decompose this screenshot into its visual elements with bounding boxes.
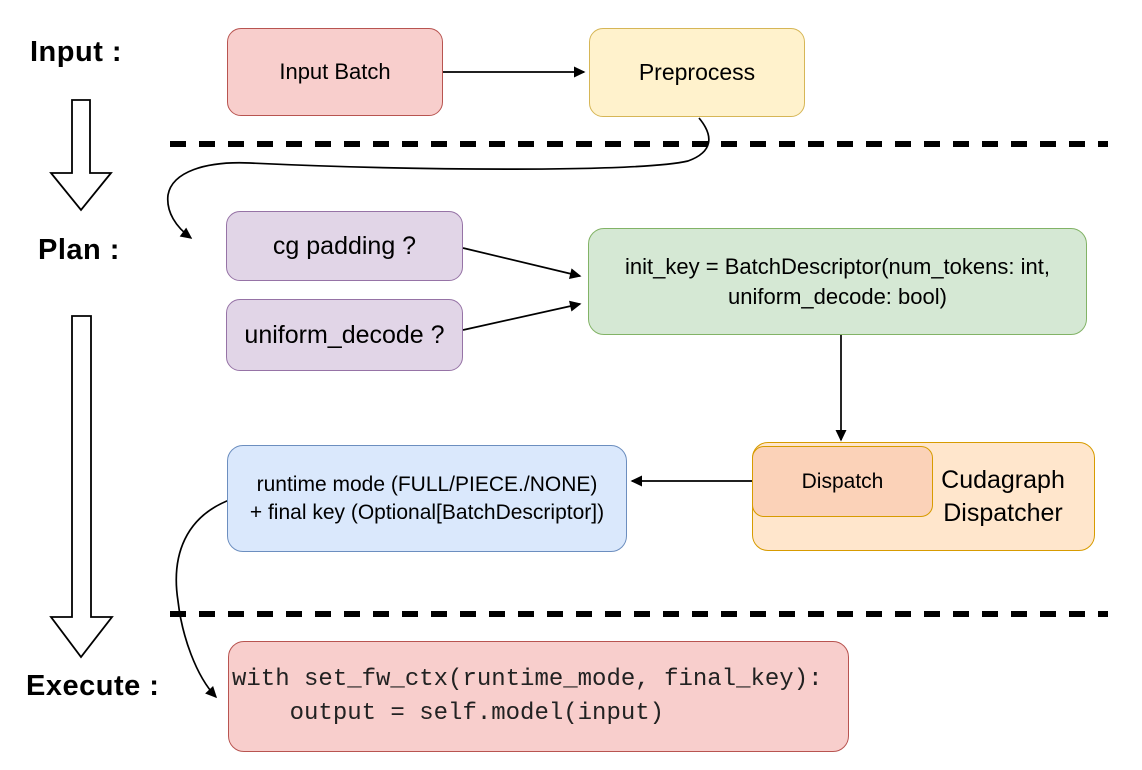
node-cg-padding-label: cg padding ? <box>272 231 417 260</box>
node-input-batch: Input Batch <box>227 28 443 116</box>
node-dispatch-label: Dispatch <box>801 469 884 493</box>
arrow-runtime-mode-to-execute-code <box>175 498 233 699</box>
node-preprocess: Preprocess <box>589 28 805 117</box>
node-runtime-mode-line1: runtime mode (FULL/PIECE./NONE) <box>256 472 598 496</box>
node-init-key-line1: init_key = BatchDescriptor(num_tokens: i… <box>625 254 1050 280</box>
phase-label-input: Input : <box>30 36 123 68</box>
phase-label-plan: Plan : <box>38 234 120 266</box>
execute-code-line1: with set_fw_ctx(runtime_mode, final_key)… <box>232 665 823 693</box>
node-uniform-decode: uniform_decode ? <box>226 299 463 371</box>
node-cudagraph-dispatcher-label: Cudagraph Dispatcher <box>924 443 1082 550</box>
arrow-cg-padding-to-init-key <box>462 247 582 280</box>
node-cg-padding: cg padding ? <box>226 211 463 281</box>
node-runtime-mode: runtime mode (FULL/PIECE./NONE) + final … <box>227 445 627 552</box>
node-cudagraph-dispatcher-line2: Dispatcher <box>943 498 1063 527</box>
phase-label-execute: Execute : <box>26 670 160 702</box>
node-execute-code: with set_fw_ctx(runtime_mode, final_key)… <box>228 641 849 752</box>
node-uniform-decode-label: uniform_decode ? <box>244 320 445 349</box>
phase-arrow-input-to-plan <box>49 99 113 212</box>
phase-arrow-plan-to-execute <box>49 315 114 659</box>
node-cudagraph-dispatcher-line1: Cudagraph <box>941 466 1065 494</box>
arrow-uniform-decode-to-init-key <box>462 300 582 331</box>
execute-code-line2: output = self.model(input) <box>232 699 665 727</box>
node-runtime-mode-line2: + final key (Optional[BatchDescriptor]) <box>249 500 605 524</box>
node-init-key-line2: uniform_decode: bool) <box>728 283 947 309</box>
node-input-batch-label: Input Batch <box>279 59 391 85</box>
node-init-key: init_key = BatchDescriptor(num_tokens: i… <box>588 228 1087 335</box>
node-preprocess-label: Preprocess <box>638 59 756 86</box>
node-dispatch: Dispatch <box>752 446 933 517</box>
